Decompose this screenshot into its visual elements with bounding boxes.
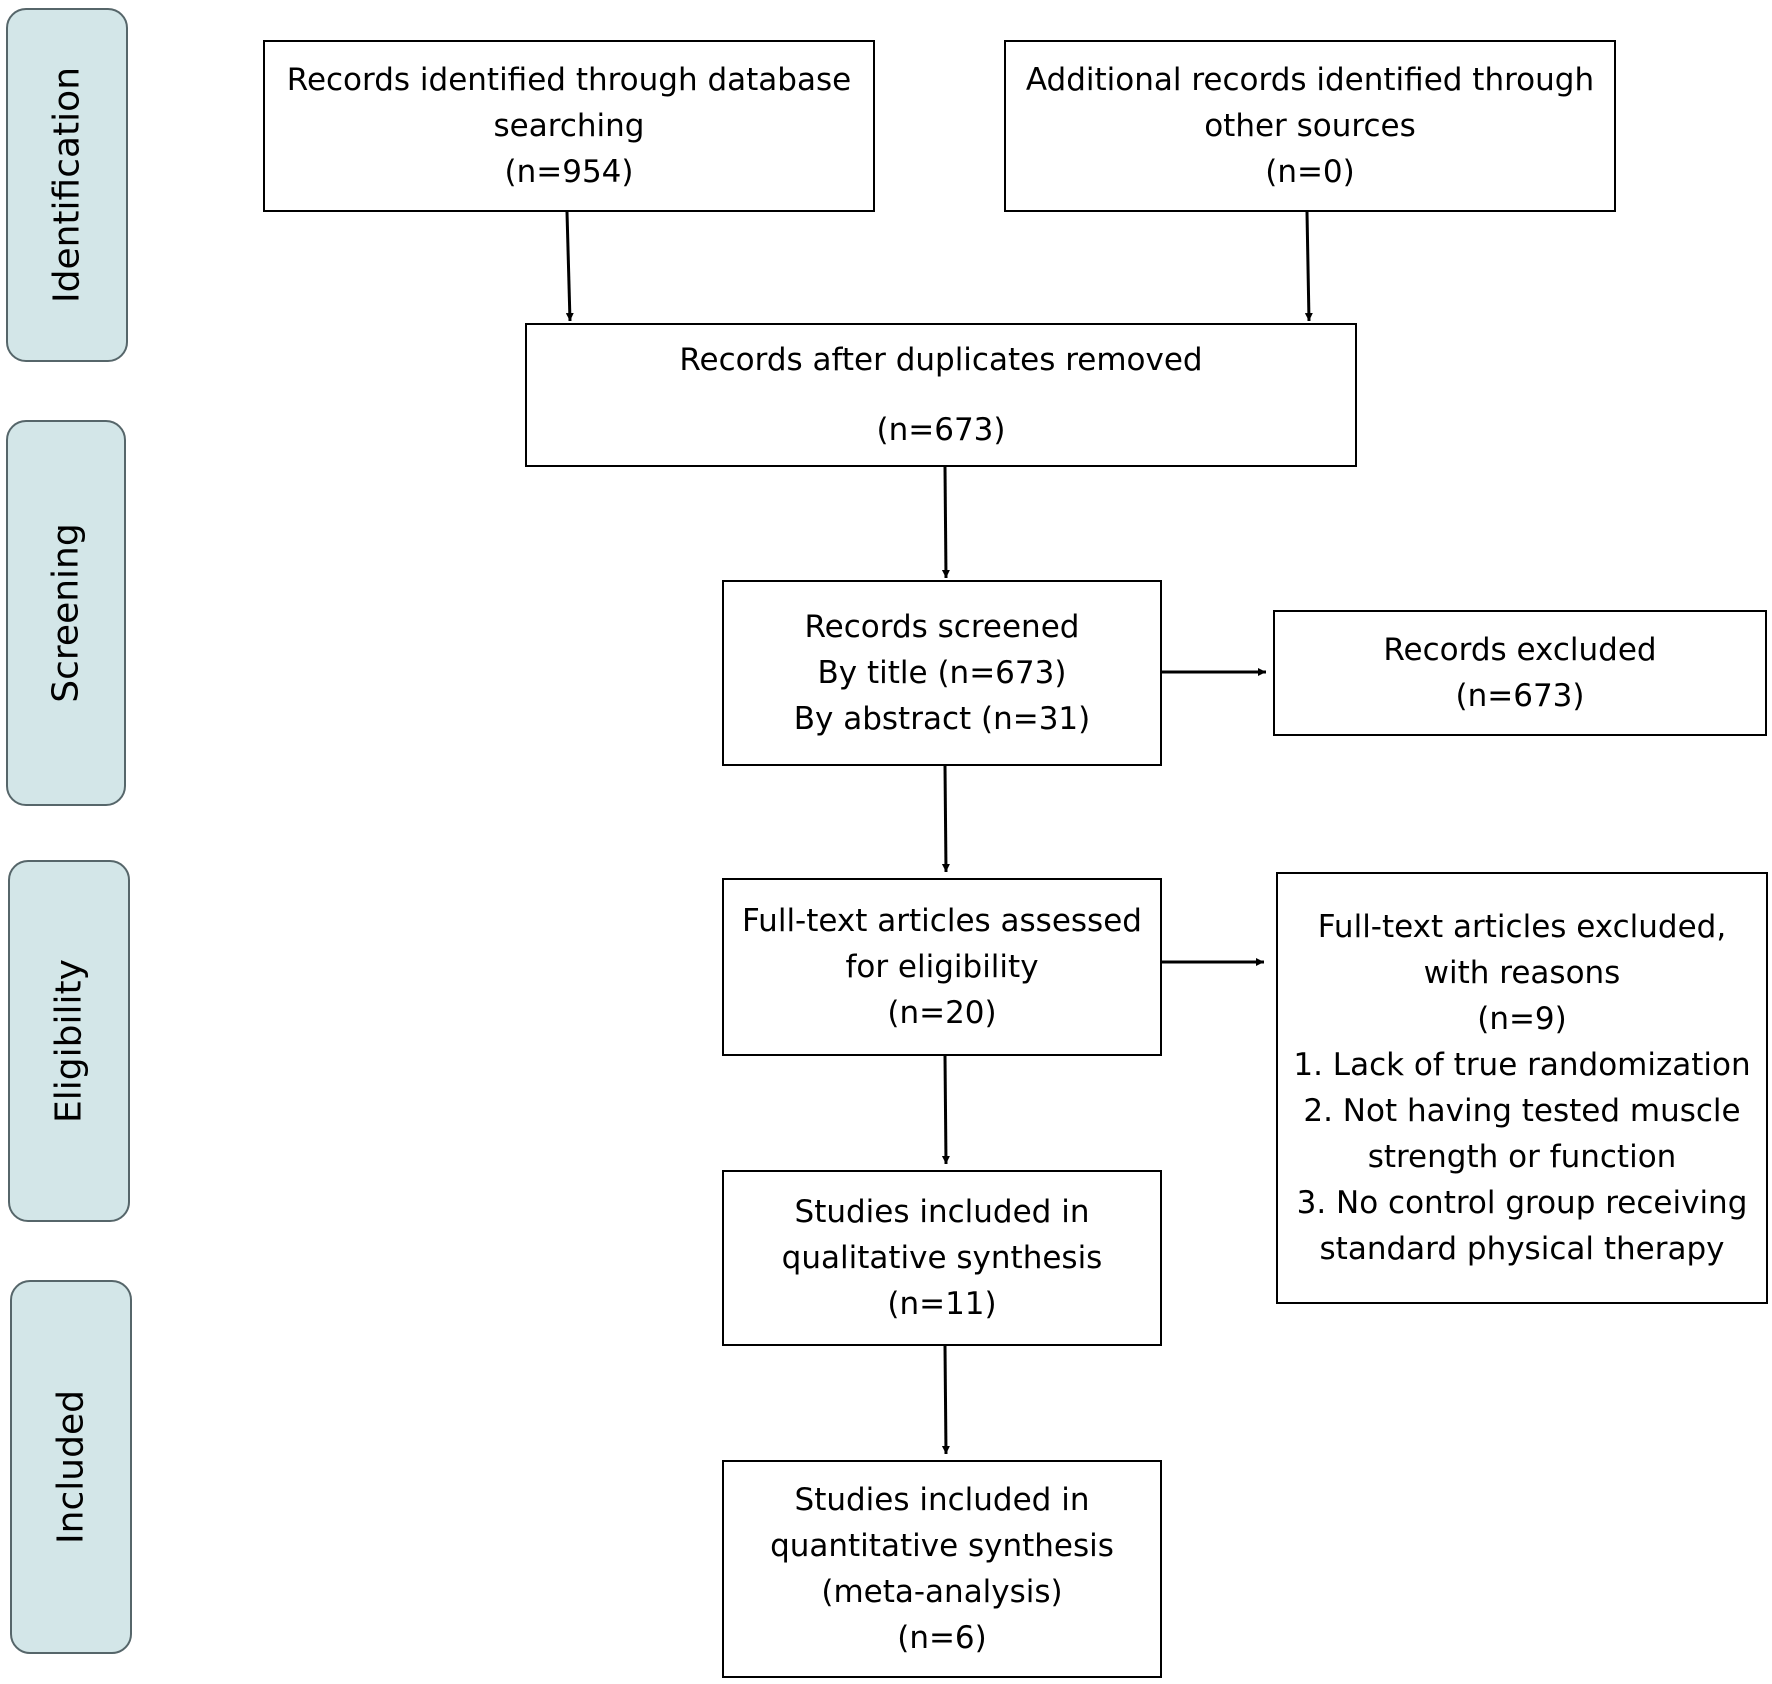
excluded-line1: Records excluded [1383,632,1657,668]
box-other-sources: Additional records identified through ot… [1004,40,1616,212]
other-sources-line1: Additional records identified through [1025,62,1595,98]
other-sources-count: (n=0) [1265,154,1355,190]
quantitative-line1: Studies included in [794,1482,1090,1518]
box-fulltext-assessed: Full-text articles assessed for eligibil… [722,878,1162,1056]
quantitative-line2: quantitative synthesis [770,1528,1114,1564]
exclusion-reason: 3. No control group receiving [1296,1185,1748,1221]
db-search-line1: Records identified through database [286,62,852,98]
phase-screening: Screening [6,420,126,806]
arrow-other-to-duplicates [1304,211,1313,322]
arrow-screened-to-fulltext [941,765,950,873]
exclusion-reason: 1. Lack of true randomization [1293,1047,1751,1083]
screened-line3: By abstract (n=31) [793,701,1091,737]
box-database-search: Records identified through database sear… [263,40,875,212]
fulltext-assessed-line1: Full-text articles assessed [742,903,1142,939]
box-fulltext-excluded: Full-text articles excluded, with reason… [1276,872,1768,1304]
phase-identification: Identification [6,8,128,362]
arrow-db-to-duplicates [565,211,574,322]
qualitative-line1: Studies included in [794,1194,1090,1230]
box-qualitative-synthesis: Studies included in qualitative synthesi… [722,1170,1162,1346]
fulltext-assessed-count: (n=20) [887,995,997,1031]
qualitative-count: (n=11) [887,1286,997,1322]
exclusion-reason: standard physical therapy [1319,1231,1725,1267]
fulltext-excluded-count: (n=9) [1477,1001,1567,1037]
duplicates-removed-line1: Records after duplicates removed [679,342,1203,378]
arrow-qualitative-to-quantitative [941,1345,950,1455]
box-records-screened: Records screened By title (n=673) By abs… [722,580,1162,766]
quantitative-line3: (meta-analysis) [821,1574,1063,1610]
other-sources-line2: other sources [1204,108,1416,144]
arrow-duplicates-to-screened [941,466,950,579]
box-records-excluded: Records excluded (n=673) [1273,610,1767,736]
screened-line1: Records screened [804,609,1080,645]
db-search-count: (n=954) [504,154,634,190]
box-duplicates-removed: Records after duplicates removed (n=673) [525,323,1357,467]
box-quantitative-synthesis: Studies included in quantitative synthes… [722,1460,1162,1678]
phase-included: Included [10,1280,132,1654]
arrow-fulltext-to-qualitative [941,1055,950,1165]
quantitative-count: (n=6) [897,1620,987,1656]
excluded-count: (n=673) [1455,678,1585,714]
duplicates-removed-count: (n=673) [876,412,1006,448]
fulltext-assessed-line2: for eligibility [845,949,1039,985]
fulltext-excluded-line2: with reasons [1423,955,1621,991]
db-search-line2: searching [493,108,645,144]
fulltext-excluded-line1: Full-text articles excluded, [1317,909,1727,945]
phase-eligibility: Eligibility [8,860,130,1222]
qualitative-line2: qualitative synthesis [781,1240,1103,1276]
exclusion-reason: strength or function [1367,1139,1677,1175]
exclusion-reason: 2. Not having tested muscle [1303,1093,1741,1129]
screened-line2: By title (n=673) [817,655,1067,691]
